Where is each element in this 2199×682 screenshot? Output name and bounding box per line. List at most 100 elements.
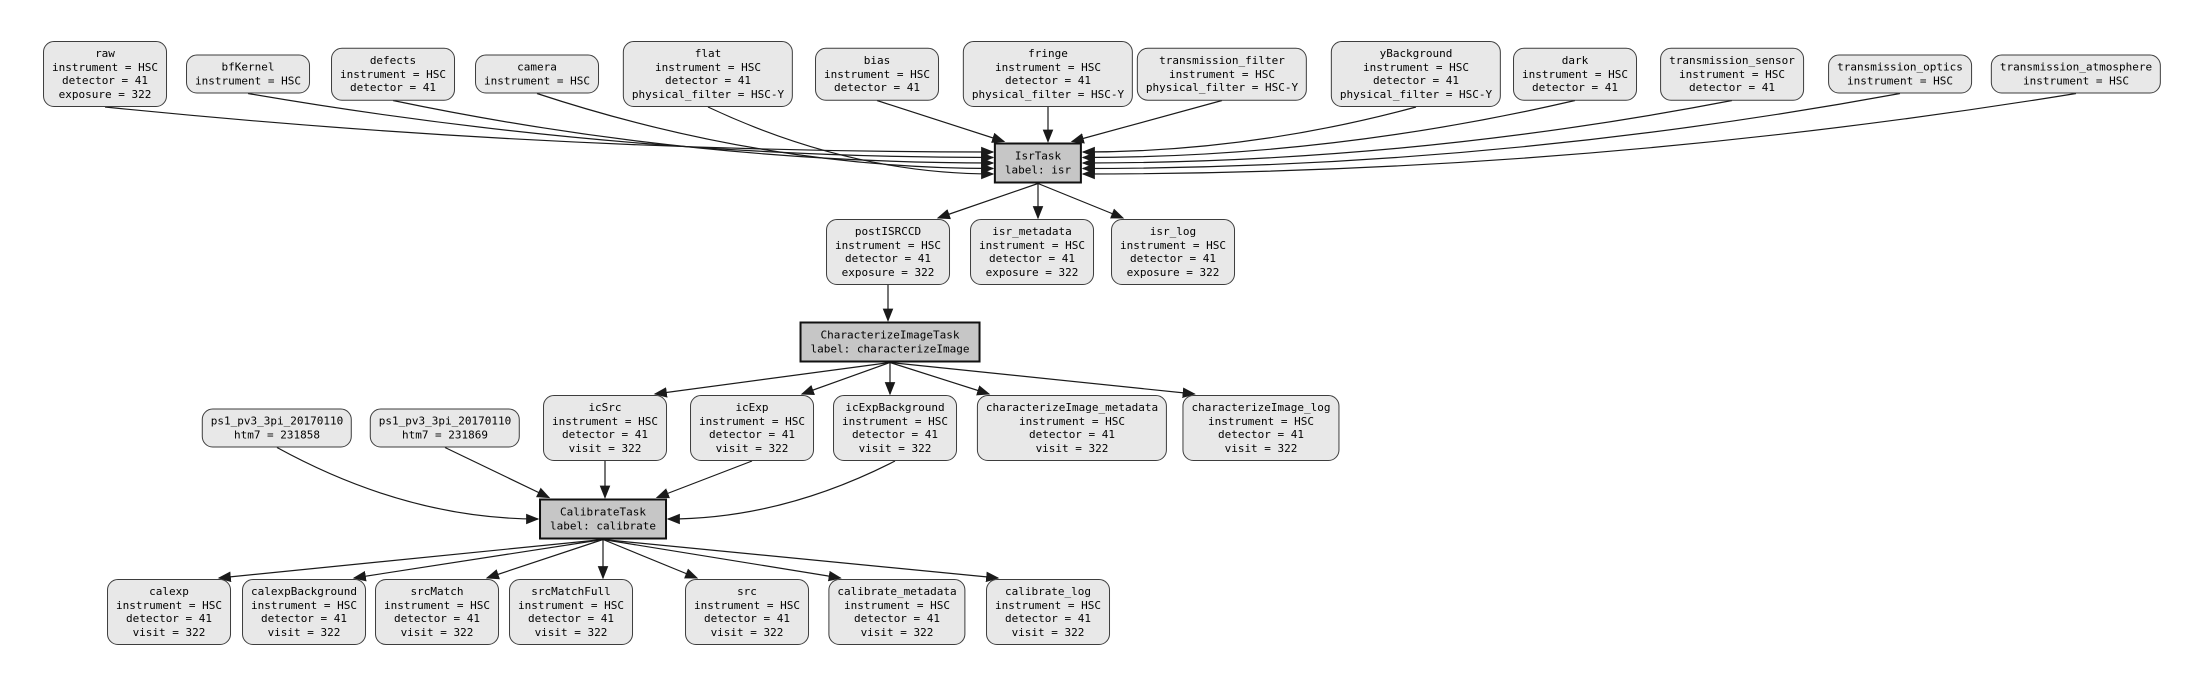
node-attribute: detector = 41 bbox=[664, 74, 752, 87]
node-title: icExpBackground bbox=[845, 401, 945, 414]
node-attribute: exposure = 322 bbox=[985, 265, 1079, 279]
graph-edge bbox=[889, 361, 1196, 399]
node-attribute: instrument = HSC bbox=[484, 74, 590, 87]
node-attribute: detector = 41 bbox=[703, 612, 791, 625]
node-attribute: detector = 41 bbox=[853, 612, 941, 625]
node-attribute: htm7 = 231858 bbox=[233, 428, 321, 441]
node-attribute: instrument = HSC bbox=[1208, 414, 1314, 428]
node-attribute: exposure = 322 bbox=[841, 265, 935, 279]
node-attribute: instrument = HSC bbox=[1120, 238, 1226, 252]
node-attribute: detector = 41 bbox=[1129, 252, 1217, 265]
graph-edge bbox=[1081, 99, 1733, 169]
node-attribute: instrument = HSC bbox=[251, 598, 357, 612]
node-attribute: detector = 41 bbox=[708, 428, 796, 441]
node-attribute: visit = 322 bbox=[267, 625, 341, 639]
node-title: bias bbox=[863, 53, 891, 67]
node-attribute: instrument = HSC bbox=[694, 598, 800, 612]
node-attribute: label: isr bbox=[1004, 163, 1072, 176]
graph-edge bbox=[655, 460, 753, 499]
node-attribute: detector = 41 bbox=[61, 74, 149, 87]
node-title: icExp bbox=[735, 401, 769, 414]
node-attribute: detector = 41 bbox=[1217, 428, 1305, 441]
node-attribute: detector = 41 bbox=[833, 80, 921, 94]
node-attribute: physical_filter = HSC-Y bbox=[1339, 87, 1493, 101]
graph-edge bbox=[707, 106, 995, 180]
node-title: CalibrateTask bbox=[559, 505, 647, 519]
node-attribute: instrument = HSC bbox=[995, 598, 1101, 612]
node-attribute: detector = 41 bbox=[1372, 74, 1460, 87]
graph-edge bbox=[602, 538, 842, 582]
node-attribute: detector = 41 bbox=[527, 612, 615, 625]
node-attribute: detector = 41 bbox=[851, 428, 939, 441]
node-attribute: instrument = HSC bbox=[195, 74, 301, 87]
node-attribute: detector = 41 bbox=[1531, 80, 1619, 94]
graph-edge bbox=[1037, 182, 1125, 219]
node-title: characterizeImage_log bbox=[1191, 401, 1331, 414]
node-attribute: detector = 41 bbox=[988, 252, 1076, 265]
node-attribute: visit = 322 bbox=[1224, 441, 1298, 455]
node-title: calibrate_metadata bbox=[837, 585, 957, 598]
node-attribute: instrument = HSC bbox=[979, 238, 1085, 252]
node-attribute: instrument = HSC bbox=[518, 598, 624, 612]
graph-edge bbox=[653, 361, 891, 398]
graph-edge bbox=[352, 538, 604, 582]
node-attribute: instrument = HSC bbox=[824, 67, 930, 81]
graph-edge bbox=[1081, 106, 1417, 158]
node-title: transmission_sensor bbox=[1669, 53, 1795, 67]
node-attribute: detector = 41 bbox=[1028, 428, 1116, 441]
node-title: calexpBackground bbox=[251, 585, 357, 598]
node-attribute: instrument = HSC bbox=[842, 414, 948, 428]
node-title: ps1_pv3_3pi_20170110 bbox=[210, 414, 344, 428]
node-attribute: visit = 322 bbox=[568, 441, 642, 455]
node-attribute: htm7 = 231869 bbox=[401, 428, 489, 441]
node-attribute: visit = 322 bbox=[860, 625, 934, 639]
node-title: src bbox=[737, 585, 757, 598]
node-title: raw bbox=[95, 47, 115, 60]
node-attribute: label: characterizeImage bbox=[810, 342, 970, 355]
graph-edge bbox=[1081, 92, 2077, 180]
graph-edge bbox=[889, 361, 991, 396]
node-attribute: visit = 322 bbox=[710, 625, 784, 639]
node-attribute: physical_filter = HSC-Y bbox=[1145, 80, 1299, 94]
node-title: flat bbox=[694, 47, 722, 60]
node-attribute: instrument = HSC bbox=[52, 60, 158, 74]
node-attribute: physical_filter = HSC-Y bbox=[971, 87, 1125, 101]
node-title: ps1_pv3_3pi_20170110 bbox=[378, 414, 512, 428]
node-attribute: detector = 41 bbox=[393, 612, 481, 625]
node-title: calibrate_log bbox=[1004, 585, 1092, 598]
graph-edge bbox=[485, 538, 604, 580]
graph-edge bbox=[602, 538, 699, 579]
node-attribute: exposure = 322 bbox=[1126, 265, 1220, 279]
node-attribute: visit = 322 bbox=[1011, 625, 1085, 639]
node-attribute: detector = 41 bbox=[349, 80, 437, 94]
node-title: calexp bbox=[149, 585, 189, 598]
node-title: IsrTask bbox=[1014, 149, 1062, 163]
graph-edge bbox=[800, 361, 891, 395]
node-attribute: exposure = 322 bbox=[58, 87, 152, 101]
node-attribute: instrument = HSC bbox=[655, 60, 761, 74]
node-attribute: visit = 322 bbox=[400, 625, 474, 639]
node-attribute: instrument = HSC bbox=[995, 60, 1101, 74]
